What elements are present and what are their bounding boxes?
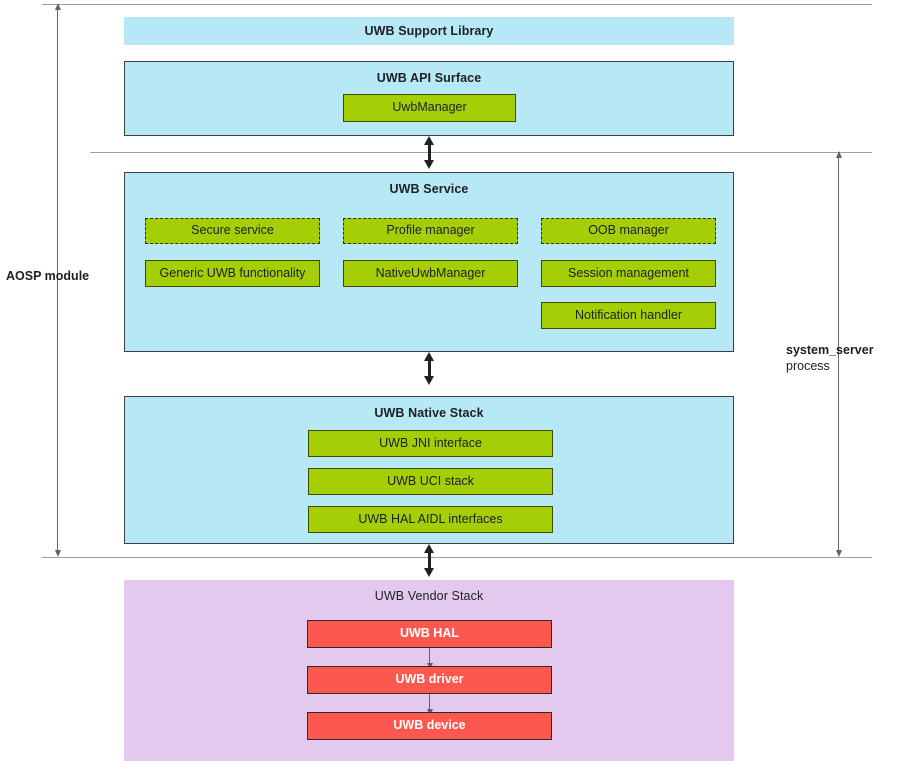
box-uwb-manager[interactable]: UwbManager — [343, 94, 516, 122]
box-uwb-uci-stack[interactable]: UWB UCI stack — [308, 468, 553, 495]
box-uwb-hal[interactable]: UWB HAL — [307, 620, 552, 648]
system-server-label-bold: system_server — [786, 343, 874, 357]
layer-vendor-stack: UWB Vendor Stack UWB HAL UWB driver UWB … — [124, 580, 734, 761]
system-server-label: system_server process — [786, 343, 898, 374]
box-uwb-device[interactable]: UWB device — [307, 712, 552, 740]
box-secure-service[interactable]: Secure service — [145, 218, 320, 244]
box-profile-manager[interactable]: Profile manager — [343, 218, 518, 244]
box-uwb-hal-aidl-interfaces[interactable]: UWB HAL AIDL interfaces — [308, 506, 553, 533]
aosp-module-label-bold: AOSP module — [6, 269, 90, 283]
system-server-span-arrow-top — [836, 151, 842, 158]
layer-native-stack: UWB Native Stack UWB JNI interface UWB U… — [124, 396, 734, 544]
box-session-management[interactable]: Session management — [541, 260, 716, 287]
box-uwb-driver[interactable]: UWB driver — [307, 666, 552, 694]
connector-api-to-service-arrow-down — [424, 160, 434, 169]
box-native-uwb-manager[interactable]: NativeUwbManager — [343, 260, 518, 287]
box-generic-uwb-functionality[interactable]: Generic UWB functionality — [145, 260, 320, 287]
box-oob-manager[interactable]: OOB manager — [541, 218, 716, 244]
layer-uwb-service-title: UWB Service — [389, 182, 469, 196]
aosp-module-span-arrow-bottom — [55, 550, 61, 557]
connector-native-to-vendor-stem — [428, 549, 431, 574]
connector-service-to-native-stem — [428, 357, 431, 382]
aosp-module-span-arrow-top — [55, 3, 61, 10]
system-server-span-line — [838, 156, 839, 553]
connector-service-to-native-arrow-down — [424, 376, 434, 385]
layer-support-library: UWB Support Library — [124, 17, 734, 45]
aosp-module-span-line — [57, 8, 58, 553]
connector-hal-to-driver-stem — [429, 648, 430, 666]
connector-api-to-service-stem — [428, 141, 431, 166]
box-uwb-jni-interface[interactable]: UWB JNI interface — [308, 430, 553, 457]
connector-api-to-service-arrow-up — [424, 136, 434, 145]
connector-service-to-native-arrow-up — [424, 352, 434, 361]
connector-native-to-vendor-arrow-down — [424, 568, 434, 577]
box-notification-handler[interactable]: Notification handler — [541, 302, 716, 329]
layer-api-surface-title: UWB API Surface — [376, 71, 482, 85]
layer-uwb-service: UWB Service Secure service Profile manag… — [124, 172, 734, 352]
aosp-module-label: AOSP module — [6, 269, 126, 285]
system-server-label-regular: process — [786, 358, 830, 373]
connector-driver-to-device-stem — [429, 694, 430, 712]
layer-vendor-stack-title: UWB Vendor Stack — [374, 589, 484, 603]
connector-native-to-vendor-arrow-up — [424, 544, 434, 553]
layer-native-stack-title: UWB Native Stack — [374, 406, 484, 420]
layer-support-library-title: UWB Support Library — [364, 24, 494, 38]
top-boundary-rule — [42, 4, 872, 5]
bottom-boundary-rule — [42, 557, 872, 558]
api-service-boundary-rule — [90, 152, 872, 153]
system-server-span-arrow-bottom — [836, 550, 842, 557]
layer-api-surface: UWB API Surface UwbManager — [124, 61, 734, 136]
